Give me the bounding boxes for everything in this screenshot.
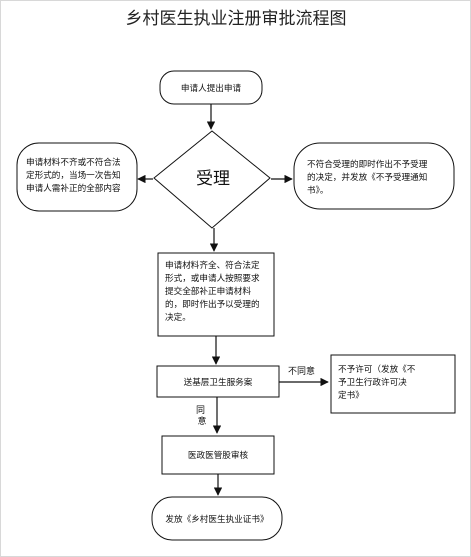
reject-node-label: 不符合受理的即时作出不予受理 的决定，并发放《不予受理通知 书》。 (307, 158, 430, 196)
issue-node-line: 发放《乡村医生执业证书》 (165, 513, 268, 525)
issue-node-label: 发放《乡村医生执业证书》 (165, 513, 268, 525)
incomplete-node-line: 定形式的，当场一次告知 (26, 169, 121, 181)
accept-diamond-line: 受理 (196, 169, 230, 189)
incomplete-node (16, 142, 138, 212)
complete-node-line: 提交全部补正申请材料 (165, 285, 251, 297)
complete-node-line: 形式，或申请人按照要求 (165, 272, 260, 284)
apply-node-line: 申请人提出申请 (181, 82, 242, 94)
reject-node (293, 142, 455, 210)
township-node (156, 365, 280, 398)
accept-diamond-label: 受理 (196, 169, 230, 189)
township-node-label: 送基层卫生服务案 (184, 376, 253, 388)
apply-node-label: 申请人提出申请 (181, 82, 242, 94)
deny-node-line: 予卫生行政许可决 (338, 376, 407, 388)
issue-node (151, 496, 283, 541)
deny-node-line: 不予许可（发放《不 (338, 363, 416, 375)
deny-node (330, 354, 456, 414)
reject-node-line: 不符合受理的即时作出不予受理 (307, 158, 428, 170)
complete-node-label: 申请材料齐全、符合法定 形式，或申请人按照要求 提交全部补正申请材料 的，即时作… (165, 259, 262, 323)
review-node (161, 435, 275, 475)
review-node-line: 医政医管股审核 (188, 449, 249, 461)
accept-diamond (153, 130, 271, 229)
edge-label-disagree: 不同意 (288, 365, 315, 377)
deny-node-line: 定书》 (338, 389, 364, 401)
reject-node-line: 书》。 (307, 185, 328, 196)
township-node-line: 送基层卫生服务案 (184, 376, 253, 388)
complete-node-line: 申请材料齐全、符合法定 (165, 259, 260, 271)
deny-node-label: 不予许可（发放《不 予卫生行政许可决 定书》 (338, 363, 418, 401)
review-node-label: 医政医管股审核 (188, 449, 249, 461)
page-title: 乡村医生执业注册审批流程图 (126, 9, 347, 29)
complete-node-line: 决定。 (165, 311, 191, 323)
incomplete-node-line: 申请材料不齐或不符合法 (26, 156, 121, 168)
reject-node-line: 的决定，并发放《不予受理通知 (307, 171, 427, 183)
incomplete-node-label: 申请材料不齐或不符合法 定形式的，当场一次告知 申请人需补正的全部内容 (26, 156, 123, 194)
complete-node (157, 252, 275, 337)
edge-label-agree-char: 意 (197, 415, 206, 427)
edge-label-agree: 同 意 (196, 405, 208, 427)
complete-node-line: 的，即时作出予以受理的 (165, 298, 260, 310)
incomplete-node-line: 申请人需补正的全部内容 (26, 182, 121, 194)
edge-label-agree-char: 同 (196, 405, 205, 416)
